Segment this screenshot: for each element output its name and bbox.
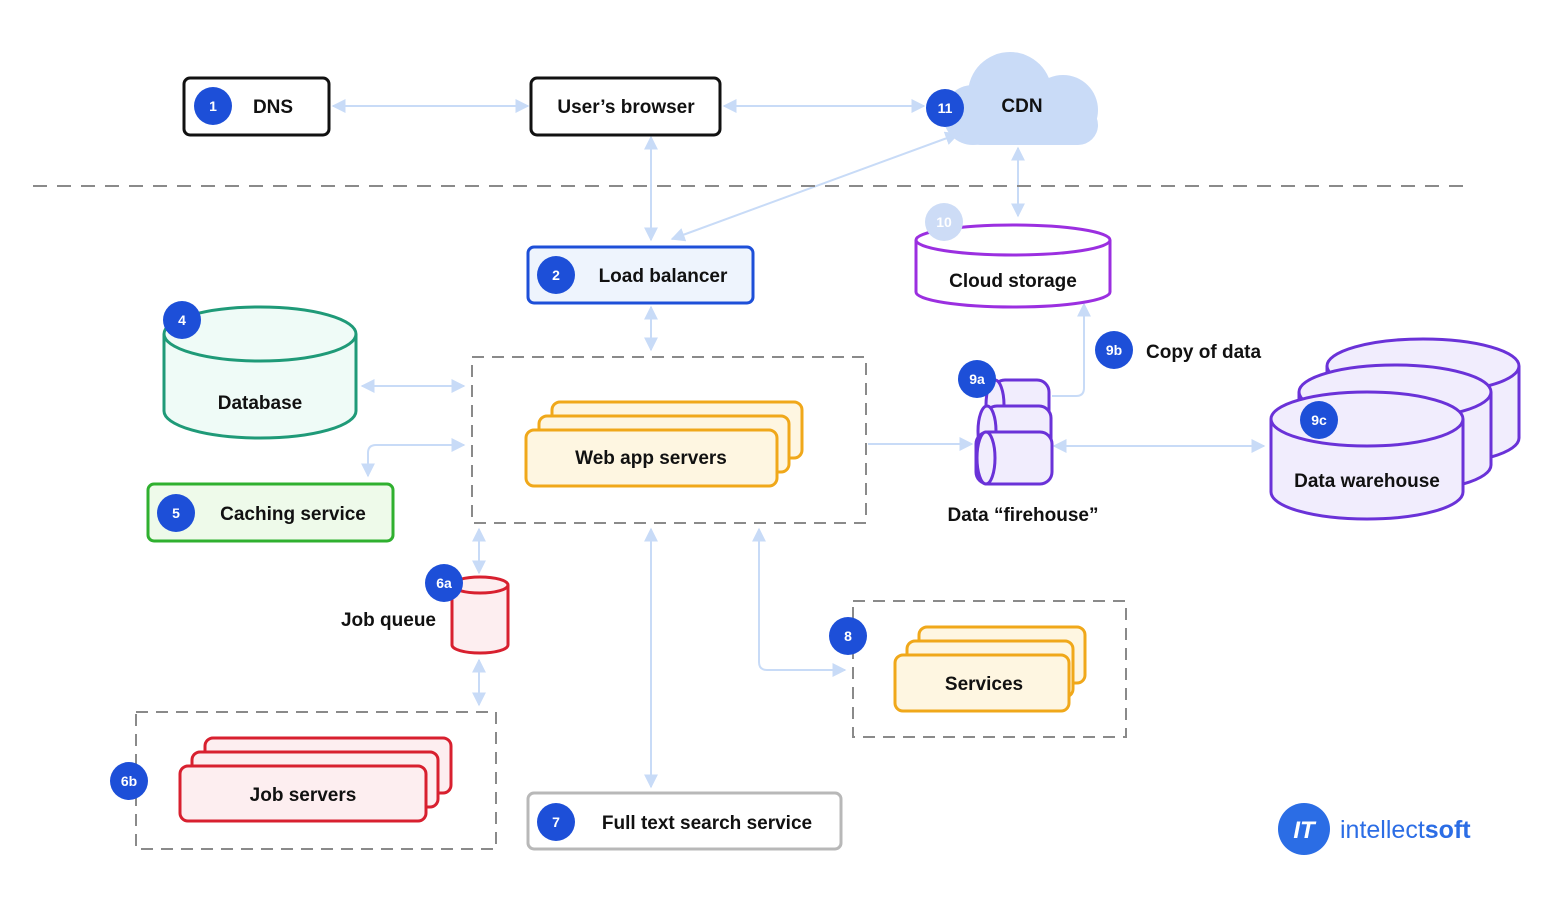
connector-webapp-services — [752, 527, 847, 677]
badge-1 — [194, 87, 232, 125]
full-text-search-label: Full text search service — [602, 813, 812, 834]
cdn-label: CDN — [1001, 96, 1042, 117]
badge-9c — [1300, 401, 1338, 439]
caching-service-label: Caching service — [220, 504, 366, 525]
job-servers-label: Job servers — [250, 785, 357, 806]
data-firehouse-node: 9a Data “firehouse” — [948, 360, 1099, 526]
copy-of-data-node: 9b Copy of data — [1095, 331, 1261, 369]
job-queue-node: 6a Job queue — [341, 564, 510, 655]
badge-10-text: 10 — [936, 214, 952, 230]
load-balancer-label: Load balancer — [599, 266, 728, 287]
badge-9a-text: 9a — [969, 371, 985, 387]
badge-5-text: 5 — [172, 505, 180, 521]
logo-word-soft: soft — [1425, 816, 1472, 844]
connector-caching-webapp — [361, 438, 466, 478]
badge-9a — [958, 360, 996, 398]
badge-9b — [1095, 331, 1133, 369]
web-app-servers-label: Web app servers — [575, 448, 727, 469]
badge-6b — [110, 762, 148, 800]
dns-label: DNS — [253, 97, 293, 118]
cloud-storage-label: Cloud storage — [949, 271, 1077, 292]
database-label: Database — [218, 393, 303, 414]
connectors — [331, 99, 1266, 789]
badge-9c-text: 9c — [1311, 412, 1327, 428]
badge-4-text: 4 — [178, 312, 186, 328]
logo-mark-text: IT — [1293, 817, 1317, 844]
badge-10 — [925, 203, 963, 241]
web-app-servers-node: Web app servers — [471, 356, 867, 524]
badge-11-text: 11 — [938, 100, 953, 116]
data-firehouse-label: Data “firehouse” — [948, 505, 1099, 526]
browser-node: User’s browser — [529, 76, 722, 137]
cdn-node: 11 CDN — [926, 52, 1098, 145]
badge-2 — [537, 256, 575, 294]
logo-word-intellect: intellect — [1340, 816, 1425, 844]
badge-6a — [425, 564, 463, 602]
load-balancer-node: 2 Load balancer — [526, 245, 755, 305]
badge-5 — [157, 494, 195, 532]
badge-7 — [537, 803, 575, 841]
data-warehouse-node: 9c Data warehouse — [1269, 337, 1521, 521]
badge-2-text: 2 — [552, 267, 560, 283]
logo-mark-icon — [1278, 803, 1330, 855]
cloud-storage-node: 10 Cloud storage — [914, 203, 1112, 309]
services-label: Services — [945, 674, 1023, 695]
badge-9b-text: 9b — [1106, 342, 1122, 358]
browser-label: User’s browser — [557, 97, 695, 118]
badge-8 — [829, 617, 867, 655]
copy-of-data-label: Copy of data — [1146, 342, 1261, 363]
services-node: 8 Services — [829, 600, 1127, 738]
services-group-boundary — [852, 600, 1127, 738]
logo-wordmark: intellectsoft — [1340, 816, 1471, 844]
job-queue-label: Job queue — [341, 610, 436, 631]
intellectsoft-logo: IT intellectsoft — [1278, 803, 1471, 855]
caching-service-node: 5 Caching service — [146, 482, 395, 543]
job-servers-node: 6b Job servers — [110, 711, 497, 850]
badge-4 — [163, 301, 201, 339]
badge-1-text: 1 — [209, 98, 217, 114]
dns-node: 1 DNS — [182, 76, 331, 137]
full-text-search-node: 7 Full text search service — [526, 791, 843, 851]
badge-6b-text: 6b — [121, 773, 137, 789]
badge-8-text: 8 — [844, 628, 852, 644]
badge-7-text: 7 — [552, 814, 560, 830]
database-node: 4 Database — [162, 301, 358, 440]
badge-6a-text: 6a — [436, 575, 452, 591]
badge-11 — [926, 89, 964, 127]
connector-firehouse-cloudstorage — [1052, 302, 1091, 397]
data-warehouse-label: Data warehouse — [1294, 471, 1440, 492]
